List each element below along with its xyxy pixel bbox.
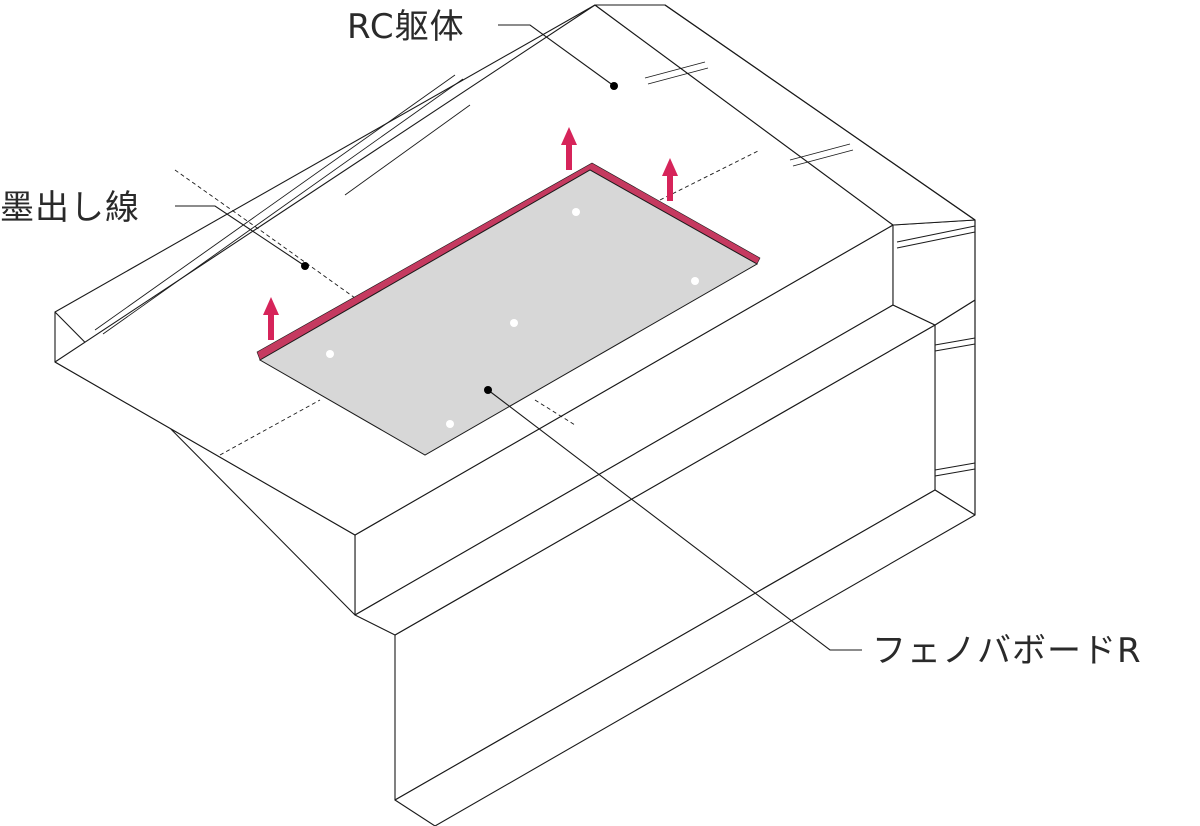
marking-line-right — [659, 149, 761, 201]
slab-inner-edge — [54, 4, 596, 313]
lower-block-right-face — [934, 299, 976, 516]
marking-line-bottom — [219, 399, 321, 456]
fastener-hole — [572, 208, 580, 216]
callouts: RC躯体 墨出し線 フェノバボードR — [0, 7, 1142, 671]
wall-hatching — [644, 61, 976, 477]
leader-board — [487, 389, 862, 651]
leader-structure — [498, 24, 615, 87]
right-outer-edge — [664, 4, 976, 515]
surface-line-a2 — [102, 78, 464, 335]
up-arrow-icon — [662, 158, 678, 201]
fastener-hole — [446, 420, 454, 428]
leader-dot-marking-line — [301, 262, 309, 270]
leader-dot-structure — [610, 82, 618, 90]
surface-line-a1 — [94, 74, 456, 331]
lift-arrows — [263, 127, 678, 340]
fastener-hole — [691, 277, 699, 285]
phenova-board — [256, 162, 761, 456]
fastener-hole — [510, 319, 518, 327]
up-arrow-icon — [561, 127, 577, 170]
leader-marking-line — [175, 205, 306, 267]
rc-structure — [54, 4, 976, 826]
marking-line-bottom-right — [534, 399, 576, 426]
board-top-surface — [258, 169, 759, 456]
up-arrow-icon — [263, 297, 279, 340]
label-board: フェノバボードR — [872, 631, 1142, 671]
fastener-hole — [326, 350, 334, 358]
surface-line-b1 — [344, 104, 471, 196]
label-marking-line: 墨出し線 — [0, 188, 140, 228]
label-structure: RC躯体 — [347, 7, 465, 47]
leader-dot-board — [484, 386, 492, 394]
